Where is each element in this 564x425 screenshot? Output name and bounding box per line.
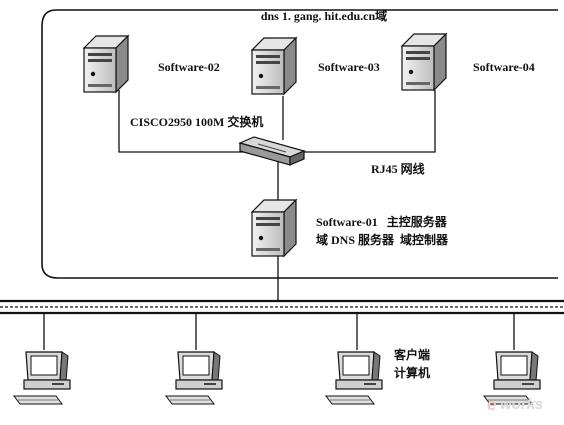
client-links	[43, 314, 515, 350]
watermark-text: works	[500, 396, 543, 413]
main-server-label-line2: 域 DNS 服务器 域控制器	[316, 232, 449, 247]
client-pc-icon-3	[325, 351, 383, 405]
server-label-software-04: Software-04	[473, 60, 535, 74]
client-pc-icon-2	[165, 351, 223, 405]
server-icon-software-02	[83, 35, 129, 93]
main-server-label-line1: Software-01 主控服务器	[316, 214, 448, 229]
switch-icon	[238, 136, 306, 166]
server-icon-software-04	[401, 33, 447, 91]
link-software-02-switch	[118, 90, 252, 153]
watermark-prefix: e	[487, 395, 496, 414]
domain-title: dns 1. gang. hit.edu.cn域	[261, 8, 387, 23]
server-label-software-02: Software-02	[158, 60, 220, 74]
client-pc-icon-1	[13, 351, 71, 405]
client-label-line1: 客户端	[393, 347, 430, 362]
link-software-04-switch	[300, 90, 436, 153]
client-label-line2: 计算机	[394, 365, 430, 380]
switch-label: CISCO2950 100M 交换机	[130, 114, 263, 129]
server-label-software-03: Software-03	[318, 60, 380, 74]
network-backbone	[0, 299, 564, 315]
eworks-watermark: e works	[487, 395, 543, 414]
server-icon-software-01	[251, 199, 297, 257]
network-links	[118, 90, 436, 302]
cable-label: RJ45 网线	[371, 161, 425, 176]
domain-boundary	[41, 9, 558, 279]
server-icon-software-03	[251, 37, 297, 95]
